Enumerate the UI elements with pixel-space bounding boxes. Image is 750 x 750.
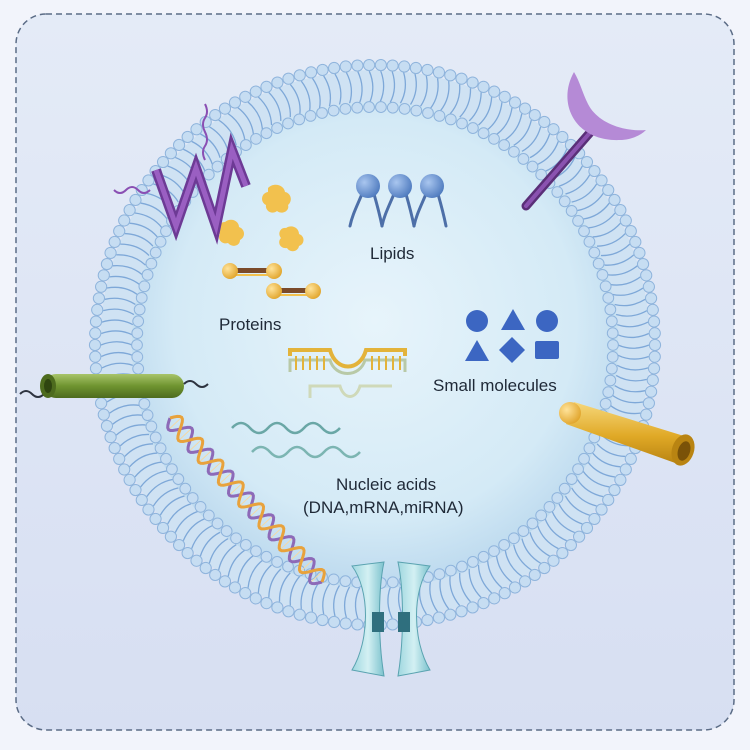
lipid-molecules-icon [348,174,448,228]
rna-comb-icon [288,348,407,398]
lipids-label: Lipids [370,244,414,263]
vesicle-lumen [132,102,618,588]
protein-dumbbell-icon [222,263,321,299]
crescent-receptor-icon [521,72,646,211]
protein-blobs-icon [217,184,304,252]
channel-protein-icon [351,561,431,677]
green-tube-protein-icon [19,374,209,398]
yellow-tube-protein-icon [559,402,695,466]
nucleic-acids-label-line2: (DNA,mRNA,miRNA) [303,498,464,517]
proteins-label: Proteins [219,315,281,334]
nucleic-acids-label-line1: Nucleic acids [336,475,436,494]
zigzag-transmembrane-protein-icon [113,103,251,245]
small-molecules-icon [465,309,559,363]
dna-helix-icon [166,414,326,586]
rna-strands-icon [231,421,361,459]
small-molecules-label: Small molecules [433,376,557,395]
